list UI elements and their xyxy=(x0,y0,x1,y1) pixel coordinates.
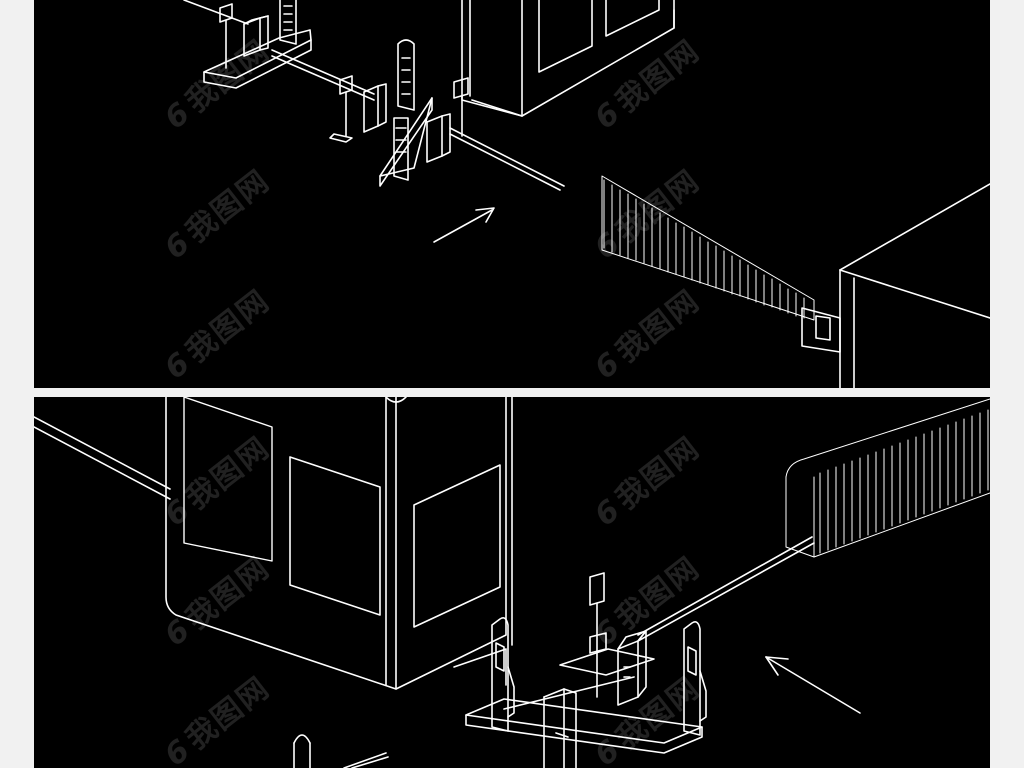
sign-post-mid xyxy=(329,75,353,143)
barrier-gate-upper xyxy=(243,15,269,57)
card-reader-small xyxy=(293,734,311,768)
roadway-edge xyxy=(34,416,171,490)
traffic-island-lower xyxy=(379,97,433,187)
panel-top: 6我图网 6我图网 6我图网 6我图网 6我图网 6我图网 xyxy=(34,0,990,388)
ticket-column-top xyxy=(279,0,297,45)
traffic-island xyxy=(465,648,703,754)
ticket-column-lower xyxy=(393,117,409,181)
isometric-drawing-bottom xyxy=(34,397,990,768)
card-reader-right xyxy=(683,621,707,736)
guard-booth xyxy=(461,0,675,117)
barrier-gate-mid xyxy=(363,83,387,133)
isometric-drawing-top xyxy=(183,0,990,388)
barrier-arm-top xyxy=(183,0,249,25)
barrier-gate-right xyxy=(617,630,647,706)
retractable-fence-top xyxy=(601,175,841,353)
sign-post xyxy=(589,572,607,698)
sign-post-lower xyxy=(453,77,469,137)
sign-post-upper xyxy=(219,3,233,69)
card-reader-left xyxy=(491,617,515,732)
guard-booth xyxy=(165,397,513,690)
barrier-gate-left xyxy=(543,688,577,768)
barrier-arm-lower xyxy=(343,752,387,768)
panel-bottom: 6我图网 6我图网 6我图网 6我图网 6我图网 6我图网 xyxy=(34,397,990,768)
barrier-arm-lower xyxy=(449,127,565,187)
barrier-arm-upper xyxy=(271,49,375,95)
traffic-island-upper xyxy=(203,29,312,89)
direction-arrow-bottom xyxy=(765,656,861,714)
direction-arrow-top xyxy=(433,207,495,243)
barrier-arm xyxy=(637,536,813,636)
building-corner xyxy=(839,183,990,388)
barrier-gate-lower xyxy=(426,113,451,163)
ticket-column-mid xyxy=(397,39,415,111)
retractable-fence-bottom xyxy=(785,398,990,558)
